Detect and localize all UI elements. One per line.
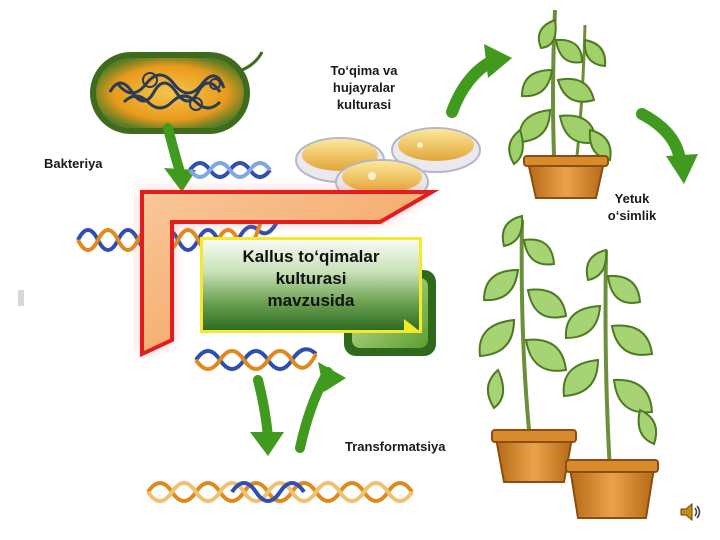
dna-strand-icon: [194, 347, 318, 371]
label-bacterium: Bakteriya: [44, 156, 103, 171]
slide-title: Kallus to‘qimalar kulturasi mavzusida: [242, 247, 380, 310]
title-box: Kallus to‘qimalar kulturasi mavzusida: [200, 237, 422, 333]
dna-strand-icon: [146, 481, 414, 503]
title-fold-corner: [404, 319, 422, 333]
arrow-icon: [163, 123, 196, 192]
plant-icon: [508, 9, 612, 199]
arrow-icon: [446, 44, 512, 118]
label-mature-plant: Yetuk o‘simlik: [607, 191, 657, 223]
title-frame: [140, 190, 440, 358]
arrow-icon: [250, 375, 284, 456]
arrow-icon: [295, 362, 346, 453]
petri-dish-icon: [295, 127, 481, 205]
plant-icon: [478, 214, 659, 519]
label-tissue-culture: To‘qima va hujayralar kulturasi: [330, 63, 398, 112]
bacterium-icon: [90, 51, 264, 134]
background-mark: [18, 290, 24, 306]
speaker-icon[interactable]: [678, 500, 702, 524]
label-transformation: Transformatsiya: [345, 439, 446, 454]
arrow-icon: [636, 108, 698, 184]
